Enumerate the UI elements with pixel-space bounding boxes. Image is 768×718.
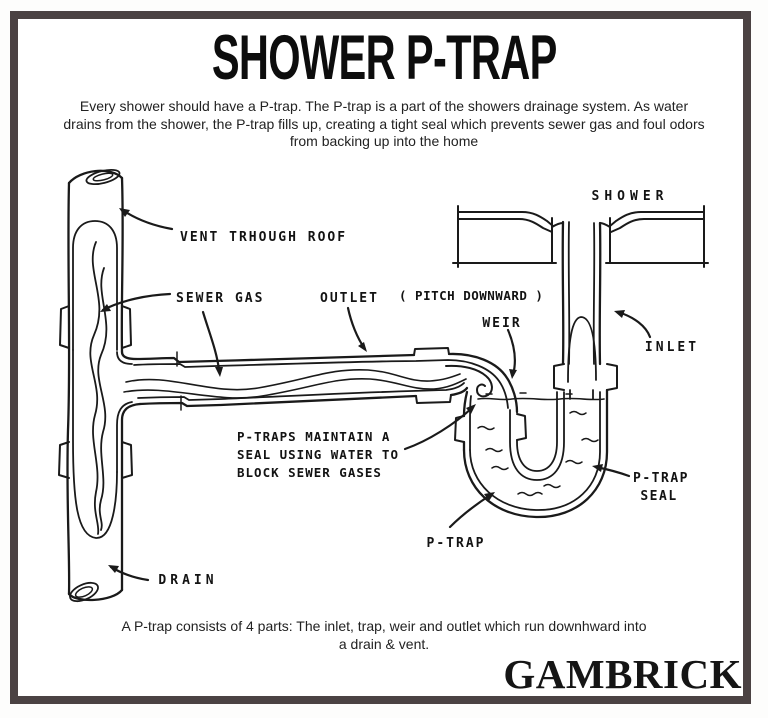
vent-coupling-right-upper xyxy=(121,305,132,349)
trap-nut-right-outer xyxy=(606,363,618,391)
inlet-arrow xyxy=(614,310,652,339)
sewer-gas-squiggle xyxy=(89,241,108,535)
p-trap-body xyxy=(454,363,618,519)
note-line-2: SEAL USING WATER TO xyxy=(237,447,399,462)
page-title: SHOWER P-TRAP xyxy=(0,23,768,93)
diagram-labels: VENT TRHOUGH ROOF SEWER GAS OUTLET ( PIT… xyxy=(158,189,699,588)
shower-label: SHOWER xyxy=(592,189,669,204)
drain-arrow xyxy=(108,565,150,582)
vent-pipe xyxy=(58,168,142,603)
intro-line-2: drains from the shower, the P-trap fills… xyxy=(63,115,705,132)
sewer-gas-arrow-left xyxy=(100,292,172,312)
vent-coupling-right-lower xyxy=(121,441,133,479)
footer-line-1: A P-trap consists of 4 parts: The inlet,… xyxy=(121,618,647,634)
footer-line-2: a drain & vent. xyxy=(338,635,430,652)
outlet-arrow xyxy=(346,306,367,352)
pitch-downward-label: ( PITCH DOWNWARD ) xyxy=(399,288,543,303)
p-trap-label: P-TRAP xyxy=(427,536,486,551)
weir-label: WEIR xyxy=(482,316,521,331)
trap-water xyxy=(477,392,605,497)
annotation-arrows xyxy=(100,208,652,582)
page-title-text: SHOWER P-TRAP xyxy=(211,23,558,93)
drain-label: DRAIN xyxy=(158,573,217,588)
outlet-pipe xyxy=(123,347,519,414)
p-trap-seal-label-line2: SEAL xyxy=(640,489,677,504)
sewer-gas-label: SEWER GAS xyxy=(176,291,264,306)
p-trap-arrow xyxy=(448,492,495,529)
brand-logo: GAMBRICK xyxy=(503,651,742,697)
weir-arrow xyxy=(506,328,517,379)
outlet-label: OUTLET xyxy=(320,291,379,306)
vent-coupling-left-lower xyxy=(58,441,70,479)
inlet-label: INLET xyxy=(645,340,699,355)
trap-nut-left-inner xyxy=(516,413,527,441)
footer-caption: A P-trap consists of 4 parts: The inlet,… xyxy=(0,618,768,653)
p-trap-seal-label-line1: P-TRAP xyxy=(633,471,689,486)
note-line-3: BLOCK SEWER GASES xyxy=(237,465,382,480)
page-border-frame xyxy=(10,11,751,704)
intro-line-3: from backing up into the home xyxy=(289,133,479,149)
vent-label: VENT TRHOUGH ROOF xyxy=(180,230,347,245)
note-arrow xyxy=(403,404,476,451)
outlet-hub-bottom xyxy=(415,394,452,404)
trap-nut-right-inner xyxy=(553,363,565,391)
weir-curl xyxy=(445,364,493,398)
sewer-gas-arrow-down xyxy=(201,310,223,377)
intro-paragraph: Every shower should have a P-trap. The P… xyxy=(0,98,768,151)
shower-pan-left xyxy=(452,205,557,268)
p-trap-seal-arrow xyxy=(592,464,631,478)
intro-line-1: Every shower should have a P-trap. The P… xyxy=(79,98,689,114)
inlet-pipe xyxy=(551,220,611,400)
outlet-hub-top xyxy=(413,347,450,356)
vent-arrow xyxy=(119,208,174,231)
vent-coupling-left-upper xyxy=(59,305,70,349)
shower-pan-right xyxy=(605,205,709,268)
note-line-1: P-TRAPS MAINTAIN A xyxy=(237,429,390,444)
